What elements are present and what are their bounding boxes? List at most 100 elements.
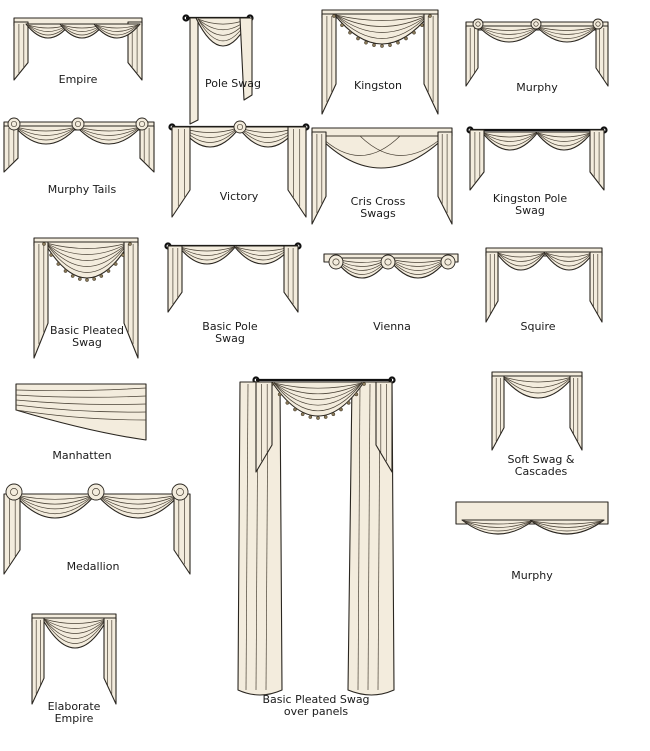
rosette-center xyxy=(444,258,452,266)
fringe-bead xyxy=(348,30,352,35)
label-kingston: Kingston xyxy=(354,79,402,92)
fringe-bead xyxy=(277,392,282,397)
cascade xyxy=(485,251,499,323)
cascade xyxy=(139,125,155,173)
rosette-center xyxy=(138,120,146,128)
cascade xyxy=(375,381,393,473)
cascade xyxy=(3,493,21,575)
left-panel xyxy=(237,381,283,696)
style-empire xyxy=(13,17,143,81)
style-kingston-pole xyxy=(466,126,608,191)
label-vienna: Vienna xyxy=(373,320,411,333)
label-kingston-pole: Kingston Pole Swag xyxy=(492,192,568,217)
fringe-bead xyxy=(372,43,376,48)
cascade xyxy=(33,241,49,359)
cascade xyxy=(31,617,45,705)
fringe-bead xyxy=(339,407,343,412)
rosette xyxy=(592,18,604,30)
fringe-bead xyxy=(85,278,89,282)
rosette xyxy=(87,483,105,501)
fringe-bead xyxy=(396,40,400,45)
fringe-bead xyxy=(92,277,97,281)
style-murphy-top xyxy=(465,18,609,87)
cascade xyxy=(589,251,603,323)
fringe-bead xyxy=(356,36,360,41)
fringe-bead xyxy=(63,269,68,273)
fringe-bead xyxy=(388,43,392,48)
swag-cross-1 xyxy=(317,135,447,169)
label-murphy-top: Murphy xyxy=(516,81,558,94)
style-kingston xyxy=(321,9,439,115)
rosette xyxy=(7,117,21,131)
rosette-center xyxy=(10,120,18,128)
rosette-center xyxy=(10,488,18,496)
rosette-center xyxy=(176,488,184,496)
fringe-bead xyxy=(404,36,408,41)
rosette xyxy=(472,18,484,30)
rosette-center xyxy=(384,258,392,266)
cascade xyxy=(311,131,327,225)
fringe-bead xyxy=(316,416,320,420)
swag xyxy=(271,381,365,417)
cascade xyxy=(569,375,583,451)
cascade xyxy=(469,129,485,191)
label-pole-swag: Pole Swag xyxy=(205,77,261,90)
rosette xyxy=(440,254,456,270)
style-squire xyxy=(485,247,603,323)
style-elaborate-empire xyxy=(31,613,117,705)
rosette xyxy=(233,120,247,134)
fringe-bead xyxy=(364,40,368,45)
label-medallion: Medallion xyxy=(66,560,120,573)
swag xyxy=(93,23,141,39)
style-manhatten xyxy=(15,383,147,441)
label-murphy-tails: Murphy Tails xyxy=(47,183,117,196)
fringe-bead xyxy=(420,23,424,28)
cascade xyxy=(321,13,337,115)
rosette-center xyxy=(533,21,539,27)
style-cris-cross xyxy=(311,127,453,225)
rosette xyxy=(380,254,396,270)
valance xyxy=(15,383,147,441)
label-empire: Empire xyxy=(58,73,98,86)
fringe-bead xyxy=(354,392,359,397)
style-soft-swag xyxy=(491,371,583,451)
cascade xyxy=(437,131,453,225)
swag xyxy=(333,13,431,45)
fringe-bead xyxy=(49,253,54,257)
style-vienna xyxy=(323,253,459,279)
cascade xyxy=(171,126,191,218)
swag xyxy=(387,257,449,279)
cascade xyxy=(173,493,191,575)
fringe-bead xyxy=(120,253,125,257)
cascade xyxy=(589,129,605,191)
cascade xyxy=(103,617,117,705)
fringe-bead xyxy=(113,262,118,266)
fringe-bead xyxy=(412,30,416,35)
fringe-bead xyxy=(285,401,290,405)
cascade xyxy=(595,25,609,87)
label-basic-pleated-panels: Basic Pleated Swag over panels xyxy=(262,693,370,718)
cascade xyxy=(255,381,273,473)
rosette xyxy=(530,18,542,30)
fringe-bead xyxy=(106,269,111,273)
fringe-bead xyxy=(331,412,336,417)
rosette-center xyxy=(475,21,481,27)
style-murphy-bottom xyxy=(455,501,609,535)
label-cris-cross: Cris Cross Swags xyxy=(350,195,406,220)
rosette xyxy=(71,117,85,131)
label-squire: Squire xyxy=(520,320,556,333)
cascade xyxy=(3,125,19,173)
cascade xyxy=(167,245,183,313)
label-elaborate-empire: Elaborate Empire xyxy=(47,700,101,725)
fringe-bead xyxy=(293,407,297,412)
fringe-bead xyxy=(323,415,328,419)
label-manhatten: Manhatten xyxy=(52,449,112,462)
fringe-bead xyxy=(70,274,75,278)
rosette-center xyxy=(332,258,340,266)
fringe-bead xyxy=(380,44,384,48)
board xyxy=(455,501,609,525)
label-murphy-bottom: Murphy xyxy=(511,569,553,582)
fringe-bead xyxy=(128,242,132,246)
